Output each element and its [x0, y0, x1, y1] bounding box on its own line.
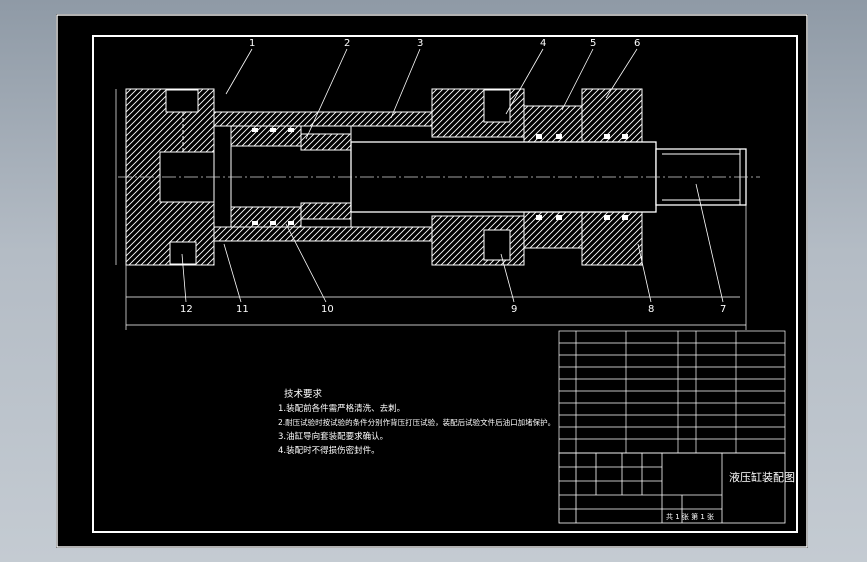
- gland-lower: [523, 209, 583, 249]
- guide-sleeve-upper: [581, 88, 643, 145]
- hydraulic-cylinder-assembly-drawing: 1 2 3 4 5 6 7 8 9 10 11 12 技术要求 1.装配前各件需…: [56, 14, 808, 548]
- rear-oil-port-top: [165, 89, 199, 113]
- callout-3: 3: [417, 38, 423, 49]
- callout-4: 4: [540, 38, 546, 49]
- callout-numbers: 1 2 3 4 5 6 7 8 9 10 11 12: [180, 38, 726, 315]
- callout-6: 6: [634, 38, 640, 49]
- tech-req-line-2: 2.耐压试验时按试验的条件分别作背压打压试验，装配后试验文件后油口加堵保护。: [278, 417, 555, 427]
- drawing-sheet: 1 2 3 4 5 6 7 8 9 10 11 12 技术要求 1.装配前各件需…: [56, 14, 808, 548]
- title-block: [558, 452, 786, 524]
- callout-2: 2: [344, 38, 350, 49]
- title-block-text: 液压缸装配图 共 1 张 第 1 张: [666, 470, 795, 521]
- parts-list: [558, 330, 786, 454]
- piston-seals: [252, 128, 294, 225]
- rod-seals: [536, 134, 628, 220]
- guide-sleeve-lower: [581, 209, 643, 266]
- callout-8: 8: [648, 304, 654, 315]
- tech-req-line-4: 4.装配时不得损伤密封件。: [278, 445, 380, 456]
- callout-11: 11: [236, 304, 249, 315]
- barrel-bottom-wall: [213, 226, 443, 242]
- cylinder-assembly: [125, 88, 747, 266]
- tech-req-title: 技术要求: [284, 388, 323, 400]
- inner-border: [92, 35, 798, 533]
- rear-oil-port-bottom: [169, 241, 197, 265]
- piston-nut: [300, 133, 352, 151]
- sheet-count: 共 1 张 第 1 张: [666, 512, 714, 521]
- leader-lines: [181, 48, 724, 303]
- front-oil-port: [483, 89, 511, 123]
- tech-req-line-1: 1.装配前各件需严格清洗、去刺。: [278, 403, 405, 414]
- callout-9: 9: [511, 304, 517, 315]
- outer-border: [56, 14, 808, 548]
- dimension-lines: [115, 89, 747, 330]
- barrel-top-wall: [213, 111, 443, 127]
- technical-requirements: 技术要求 1.装配前各件需严格清洗、去刺。 2.耐压试验时按试验的条件分别作背压…: [278, 388, 555, 456]
- gland-upper: [523, 105, 583, 145]
- callout-1: 1: [249, 38, 255, 49]
- callout-7: 7: [720, 304, 726, 315]
- callout-10: 10: [321, 304, 334, 315]
- drawing-title: 液压缸装配图: [729, 470, 795, 484]
- callout-12: 12: [180, 304, 193, 315]
- tech-req-line-3: 3.油缸导向套装配要求确认。: [278, 431, 388, 442]
- callout-5: 5: [590, 38, 596, 49]
